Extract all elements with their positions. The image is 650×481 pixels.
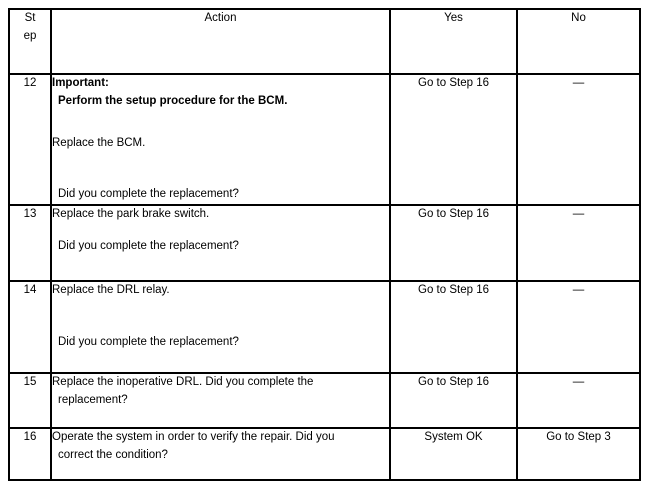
- action-line: Important:: [52, 77, 109, 89]
- step-number: 12: [8, 72, 52, 207]
- action-line: Perform the setup procedure for the BCM.: [58, 94, 288, 107]
- action-line: correct the condition?: [58, 449, 168, 462]
- step-number: 15: [8, 372, 52, 430]
- action-line: Replace the inoperative DRL. Did you com…: [52, 376, 314, 389]
- table-row: 12 Important: Perform the setup procedur…: [8, 72, 641, 207]
- table-row: 14 Replace the DRL relay. Did you comple…: [8, 280, 641, 375]
- column-header-action: Action: [50, 8, 391, 75]
- step-yes-result: System OK: [389, 427, 518, 481]
- action-line: Replace the BCM.: [52, 136, 146, 149]
- step-yes-result: Go to Step 16: [389, 372, 518, 430]
- step-action: Replace the inoperative DRL. Did you com…: [50, 372, 391, 430]
- action-line: Replace the DRL relay.: [52, 284, 170, 297]
- step-action: Replace the DRL relay. Did you complete …: [50, 280, 391, 375]
- table-row: 16 Operate the system in order to verify…: [8, 427, 641, 481]
- action-line: replacement?: [58, 394, 128, 407]
- step-action: Replace the park brake switch. Did you c…: [50, 204, 391, 283]
- table-row: 13 Replace the park brake switch. Did yo…: [8, 204, 641, 283]
- column-header-step-line2: ep: [23, 29, 37, 42]
- diagnostic-procedure-table: St ep Action Yes No 12 Important: Perfor…: [8, 8, 641, 481]
- step-yes-result: Go to Step 16: [389, 280, 518, 375]
- step-number: 13: [8, 204, 52, 283]
- table-row: 15 Replace the inoperative DRL. Did you …: [8, 372, 641, 430]
- action-line: Did you complete the replacement?: [58, 188, 239, 201]
- step-no-result: —: [516, 280, 641, 375]
- action-line: Did you complete the replacement?: [58, 240, 239, 253]
- step-no-result: —: [516, 372, 641, 430]
- step-no-result: —: [516, 72, 641, 207]
- step-no-result: Go to Step 3: [516, 427, 641, 481]
- column-header-step: St ep: [8, 8, 52, 75]
- step-action: Important: Perform the setup procedure f…: [50, 72, 391, 207]
- step-yes-result: Go to Step 16: [389, 72, 518, 207]
- column-header-yes: Yes: [389, 8, 518, 75]
- step-number: 14: [8, 280, 52, 375]
- column-header-no: No: [516, 8, 641, 75]
- action-line: Operate the system in order to verify th…: [52, 431, 335, 444]
- step-action: Operate the system in order to verify th…: [50, 427, 391, 481]
- step-number: 16: [8, 427, 52, 481]
- step-no-result: —: [516, 204, 641, 283]
- table-header-row: St ep Action Yes No: [8, 8, 641, 75]
- column-header-step-line1: St: [24, 12, 36, 24]
- action-line: Replace the park brake switch.: [52, 208, 210, 221]
- action-line: Did you complete the replacement?: [58, 336, 239, 349]
- step-yes-result: Go to Step 16: [389, 204, 518, 283]
